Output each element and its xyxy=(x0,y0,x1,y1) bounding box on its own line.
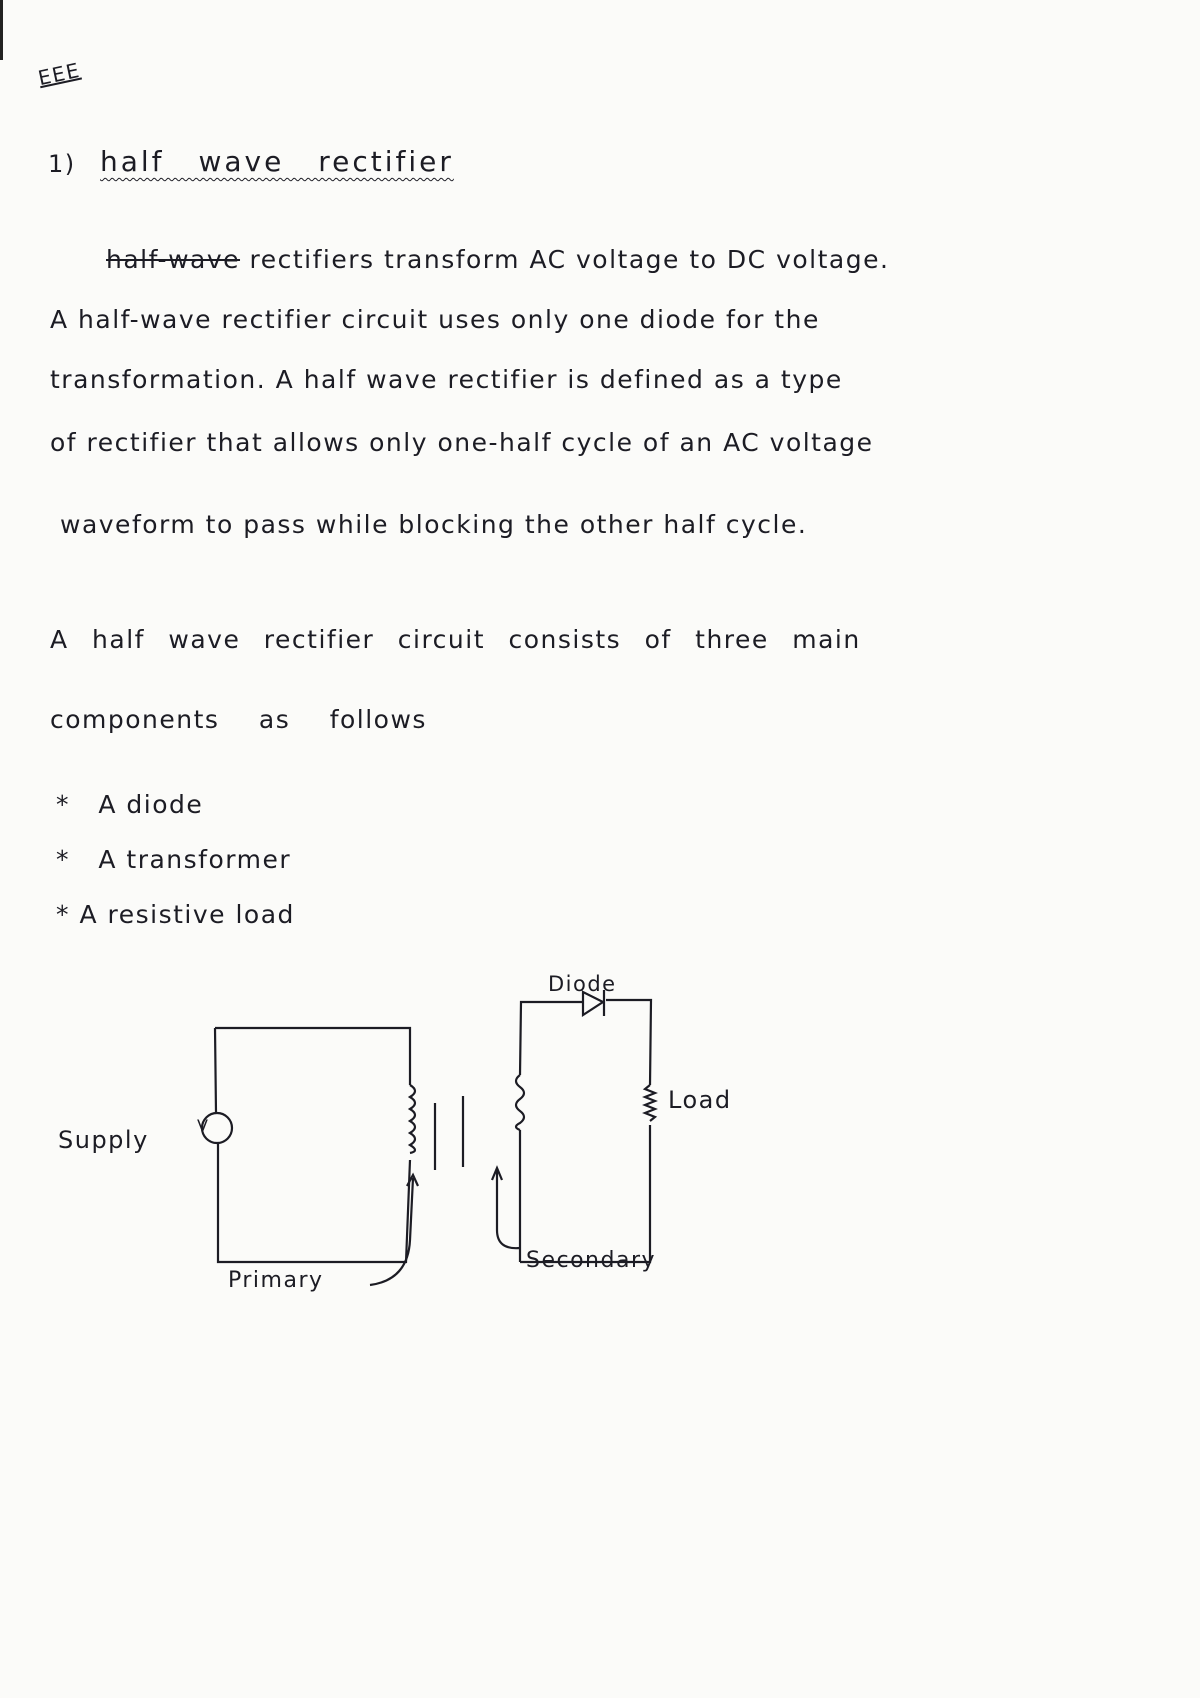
component-label: A transformer xyxy=(98,845,292,874)
ac-source-icon xyxy=(200,1111,234,1145)
bullet-icon: * xyxy=(56,790,70,819)
paragraph1-line: of rectifier that allows only one-half c… xyxy=(50,428,874,457)
secondary-label: Secondary xyxy=(526,1248,657,1273)
bullet-icon: * xyxy=(56,845,70,874)
text: rectifiers transform AC voltage to DC vo… xyxy=(240,245,890,274)
paragraph1-line: A half-wave rectifier circuit uses only … xyxy=(50,305,820,334)
paragraph1-line: waveform to pass while blocking the othe… xyxy=(60,510,808,539)
component-item: * A resistive load xyxy=(56,900,295,929)
struck-word: half-wave xyxy=(106,245,241,274)
source-symbol: V xyxy=(197,1116,210,1135)
primary-label: Primary xyxy=(228,1268,324,1293)
supply-label: Supply xyxy=(58,1126,149,1154)
paragraph2-line: A half wave rectifier circuit consists o… xyxy=(50,625,861,654)
component-label: A diode xyxy=(98,790,204,819)
secondary-coil-icon xyxy=(514,1074,526,1132)
secondary-wire xyxy=(518,998,653,1264)
paragraph2-line: components as follows xyxy=(50,705,427,734)
secondary-arrow-icon xyxy=(490,1165,521,1250)
primary-coil-icon xyxy=(407,1084,417,1155)
component-item: * A transformer xyxy=(56,845,291,874)
load-label: Load xyxy=(668,1086,732,1114)
diode-icon xyxy=(581,990,606,1018)
paragraph1-line: transformation. A half wave rectifier is… xyxy=(50,365,843,394)
primary-arrow-icon xyxy=(369,1172,420,1287)
bullet-icon: * xyxy=(56,900,70,929)
heading-number: 1) xyxy=(48,150,76,178)
component-item: * A diode xyxy=(56,790,203,819)
diode-label: Diode xyxy=(548,972,617,996)
paragraph1-line: half-wave rectifiers transform AC voltag… xyxy=(106,245,889,274)
component-label: A resistive load xyxy=(79,900,295,929)
page-title: half wave rectifier xyxy=(100,145,454,178)
resistor-icon xyxy=(642,1084,658,1122)
page-edge xyxy=(0,0,3,60)
primary-wire xyxy=(213,1026,412,1264)
